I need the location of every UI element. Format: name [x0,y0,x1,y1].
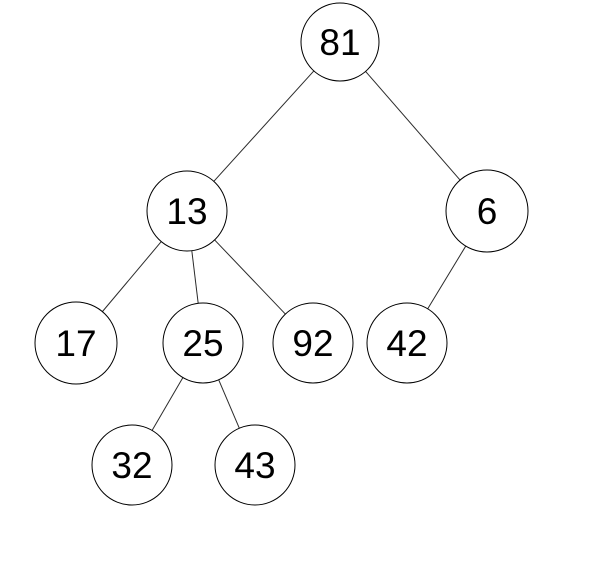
node-label-6: 6 [477,191,498,232]
node-circle-42 [366,302,448,384]
node-circle-92 [272,302,354,384]
node-label-81: 81 [319,22,360,63]
tree-edge-6-42 [427,245,467,310]
tree-edge-25-32 [151,377,184,431]
tree-node-13: 13 [146,170,228,252]
node-circle-32 [91,424,173,506]
node-circle-6 [445,169,529,253]
tree-node-42: 42 [366,302,448,384]
node-label-17: 17 [55,323,96,364]
tree-node-43: 43 [214,424,296,506]
node-label-32: 32 [111,445,152,486]
node-label-42: 42 [386,323,427,364]
node-circle-81 [300,2,380,82]
tree-node-92: 92 [272,302,354,384]
tree-edge-13-25 [191,250,199,304]
node-circle-17 [34,301,118,385]
node-label-13: 13 [166,191,207,232]
tree-edge-13-92 [214,239,286,315]
node-label-25: 25 [182,323,223,364]
node-circle-13 [146,170,228,252]
tree-node-32: 32 [91,424,173,506]
tree-node-17: 17 [34,301,118,385]
tree-node-81: 81 [300,2,380,82]
node-label-43: 43 [234,445,275,486]
node-label-92: 92 [292,323,333,364]
tree-edge-81-13 [213,70,315,182]
tree-edge-25-43 [218,379,240,429]
node-circle-25 [162,302,244,384]
node-circle-43 [214,424,296,506]
tree-node-25: 25 [162,302,244,384]
tree-edge-13-17 [102,241,162,312]
tree-node-6: 6 [445,169,529,253]
tree-edge-81-6 [365,71,461,181]
